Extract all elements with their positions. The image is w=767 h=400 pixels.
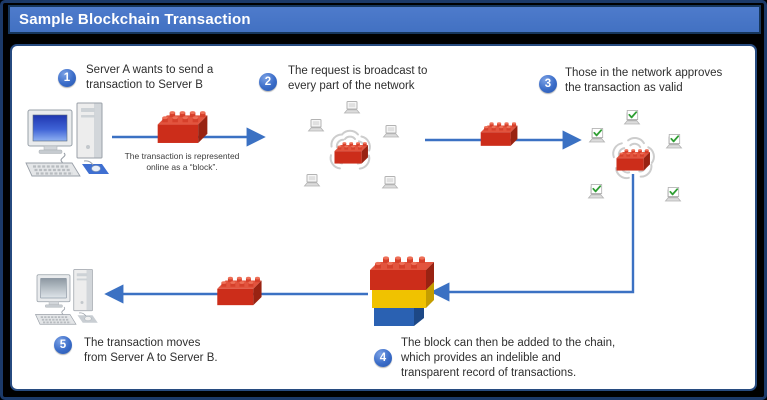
- step3-number-badge: 3: [539, 75, 557, 93]
- step2-number-badge: 2: [259, 73, 277, 91]
- brick-red-icon: [370, 256, 434, 290]
- signal-waves-icon: [626, 135, 646, 149]
- validated-laptop-icon: [666, 188, 681, 202]
- broadcast-network-icon: [304, 101, 399, 189]
- step4-number-badge: 4: [374, 349, 392, 367]
- step1-number-badge: 1: [58, 69, 76, 87]
- block-icon: [334, 142, 367, 163]
- transaction-block-icon: [217, 277, 261, 305]
- page-title: Sample Blockchain Transaction: [19, 11, 251, 28]
- validated-laptop-icon: [590, 129, 605, 143]
- transaction-block-icon: [158, 111, 208, 143]
- validated-laptop-icon: [589, 185, 604, 199]
- step5-label: The transaction moves from Server A to S…: [84, 337, 218, 364]
- laptop-icon: [382, 176, 398, 189]
- diagram-canvas: [24, 101, 755, 326]
- server-b-icon: [34, 268, 99, 326]
- laptop-icon: [308, 119, 324, 132]
- title-bar: Sample Blockchain Transaction: [8, 5, 761, 34]
- arrow-validation-to-chain: [430, 174, 635, 302]
- validated-laptop-icon: [625, 111, 640, 125]
- laptop-icon: [344, 101, 360, 114]
- validated-laptop-icon: [667, 135, 682, 149]
- step5-number-badge: 5: [54, 336, 72, 354]
- server-a-icon: [24, 101, 111, 178]
- validation-network-icon: [589, 111, 682, 202]
- signal-waves-icon: [341, 129, 359, 140]
- laptop-icon: [383, 125, 399, 138]
- block-caption: The transaction is represented online as…: [124, 151, 240, 172]
- step3-label: Those in the network approves the transa…: [565, 67, 723, 94]
- step2-label: The request is broadcast to every part o…: [288, 65, 428, 92]
- laptop-icon: [304, 174, 320, 187]
- step1-label: Server A wants to send a transaction to …: [86, 64, 214, 91]
- transaction-block-icon: [481, 122, 518, 146]
- block-icon: [616, 149, 649, 170]
- diagram-panel: 1 2 3 4 5 Server A wants to send a trans…: [10, 44, 757, 391]
- blockchain-stack-icon: [370, 256, 434, 326]
- step4-label: The block can then be added to the chain…: [401, 337, 616, 379]
